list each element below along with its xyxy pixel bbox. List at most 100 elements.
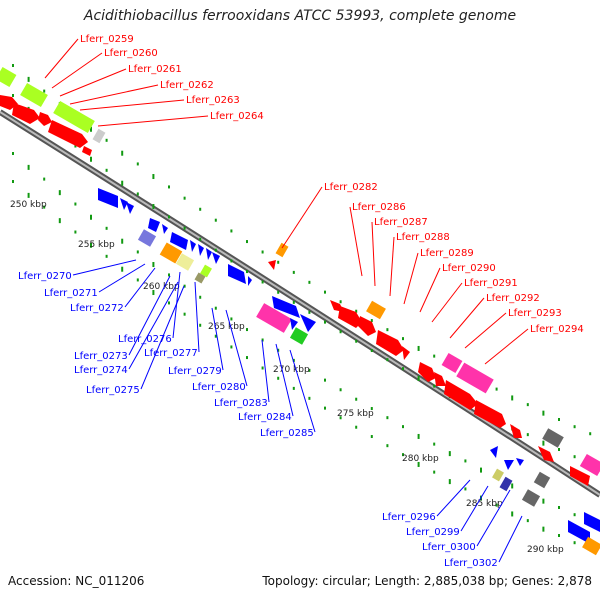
gene-gray-feature[interactable]	[533, 471, 551, 489]
gene-label-reverse[interactable]: Lferr_0277	[144, 348, 198, 359]
gene-rev-feature[interactable]	[190, 240, 196, 252]
gene-lime-feature[interactable]	[0, 66, 17, 88]
gene-magenta-feature[interactable]	[441, 352, 463, 374]
gene-label-reverse[interactable]: Lferr_0270	[18, 271, 72, 282]
gene-rev-feature[interactable]	[126, 202, 134, 214]
gene-tan-feature[interactable]	[175, 253, 195, 271]
gene-rev-feature[interactable]	[170, 232, 188, 250]
gene-lime-feature[interactable]	[20, 82, 48, 108]
gene-label-leader	[498, 515, 523, 563]
gene-rev-feature[interactable]	[212, 252, 220, 264]
gene-orange-feature[interactable]	[366, 300, 386, 320]
gene-rev-feature[interactable]	[504, 460, 514, 470]
gene-rev-feature[interactable]	[290, 318, 298, 330]
gene-rev-feature[interactable]	[120, 198, 128, 210]
gene-fwd-feature[interactable]	[12, 103, 40, 124]
gene-gray-feature[interactable]	[92, 128, 106, 144]
gene-label-forward[interactable]: Lferr_0294	[530, 324, 584, 335]
gene-fwd-feature[interactable]	[538, 446, 554, 462]
tick-mark	[136, 192, 139, 196]
gene-label-forward[interactable]: Lferr_0293	[508, 308, 562, 319]
gene-magenta-feature[interactable]	[456, 362, 494, 394]
gene-fwd-feature[interactable]	[474, 400, 506, 428]
gene-label-reverse[interactable]: Lferr_0272	[70, 303, 124, 314]
gene-fwd-feature[interactable]	[510, 424, 522, 438]
gene-label-forward[interactable]: Lferr_0261	[128, 64, 182, 75]
gene-orange-feature[interactable]	[582, 536, 600, 556]
gene-gray-feature[interactable]	[521, 489, 541, 507]
tick-mark	[90, 126, 92, 132]
gene-rev-feature[interactable]	[568, 520, 590, 544]
gene-fwd-feature[interactable]	[338, 306, 362, 328]
gene-label-forward[interactable]: Lferr_0259	[80, 34, 134, 45]
tick-mark	[526, 403, 529, 407]
gene-rev-feature[interactable]	[228, 264, 246, 284]
gene-label-reverse[interactable]: Lferr_0299	[406, 527, 460, 538]
gene-fwd-feature[interactable]	[434, 372, 446, 386]
gene-label-reverse[interactable]: Lferr_0283	[214, 398, 268, 409]
gene-label-reverse[interactable]: Lferr_0284	[238, 412, 292, 423]
gene-label-reverse[interactable]: Lferr_0280	[192, 382, 246, 393]
gene-rev-feature[interactable]	[516, 458, 524, 466]
gene-magenta-feature[interactable]	[579, 453, 600, 477]
gene-rev-feature[interactable]	[272, 296, 300, 318]
gene-fwd-feature[interactable]	[418, 362, 436, 382]
gene-rev-feature[interactable]	[198, 244, 204, 256]
tick-mark	[558, 448, 560, 452]
gene-label-reverse[interactable]: Lferr_0279	[168, 366, 222, 377]
gene-orange-feature[interactable]	[275, 242, 289, 258]
gene-fwd-feature[interactable]	[376, 330, 404, 356]
gene-tan-feature[interactable]	[492, 468, 504, 482]
gene-label-forward[interactable]: Lferr_0287	[374, 217, 428, 228]
gene-label-reverse[interactable]: Lferr_0296	[382, 512, 436, 523]
gene-label-forward[interactable]: Lferr_0262	[160, 80, 214, 91]
gene-rev-feature[interactable]	[248, 276, 252, 286]
gene-rev-feature[interactable]	[300, 314, 316, 332]
tick-mark	[542, 498, 545, 504]
gene-label-forward[interactable]: Lferr_0282	[324, 182, 378, 193]
gene-fwd-feature[interactable]	[444, 380, 478, 410]
gene-gray-feature[interactable]	[194, 272, 206, 284]
gene-gray-feature[interactable]	[542, 428, 564, 448]
gene-label-leader	[289, 349, 316, 433]
gene-label-forward[interactable]: Lferr_0263	[186, 95, 240, 106]
gene-rev-feature[interactable]	[148, 218, 160, 232]
gene-label-forward[interactable]: Lferr_0260	[104, 48, 158, 59]
gene-label-reverse[interactable]: Lferr_0275	[86, 385, 140, 396]
gene-label-reverse[interactable]: Lferr_0273	[74, 351, 128, 362]
gene-label-forward[interactable]: Lferr_0292	[486, 293, 540, 304]
gene-rev-feature[interactable]	[584, 512, 600, 532]
gene-purple-feature[interactable]	[499, 476, 513, 492]
gene-label-reverse[interactable]: Lferr_0276	[118, 334, 172, 345]
gene-label-reverse[interactable]: Lferr_0271	[44, 288, 98, 299]
gene-label-reverse[interactable]: Lferr_0300	[422, 542, 476, 553]
gene-label-forward[interactable]: Lferr_0288	[396, 232, 450, 243]
gene-label-forward[interactable]: Lferr_0291	[464, 278, 518, 289]
gene-lime-feature[interactable]	[53, 100, 95, 134]
gene-label-forward[interactable]: Lferr_0290	[442, 263, 496, 274]
gene-rev-feature[interactable]	[162, 224, 168, 234]
gene-fwd-feature[interactable]	[402, 346, 410, 360]
tick-mark	[558, 506, 560, 510]
gene-magenta-feature[interactable]	[256, 303, 292, 333]
gene-rev-feature[interactable]	[206, 248, 212, 260]
gene-label-reverse[interactable]: Lferr_0274	[74, 365, 128, 376]
gene-fwd-feature[interactable]	[82, 146, 92, 156]
gene-fwd-feature[interactable]	[570, 466, 590, 486]
tick-mark	[58, 218, 61, 224]
gene-fwd-feature[interactable]	[38, 112, 52, 126]
gene-orange-feature[interactable]	[159, 242, 183, 264]
gene-lime-feature[interactable]	[200, 264, 212, 278]
gene-label-forward[interactable]: Lferr_0289	[420, 248, 474, 259]
gene-label-reverse[interactable]: Lferr_0302	[444, 558, 498, 569]
gene-label-forward[interactable]: Lferr_0286	[352, 202, 406, 213]
gene-fwd-feature[interactable]	[48, 120, 88, 148]
gene-label-forward[interactable]: Lferr_0264	[210, 111, 264, 122]
gene-fwd-feature[interactable]	[358, 316, 376, 336]
gene-lime-feature[interactable]	[289, 327, 309, 345]
gene-purple-feature[interactable]	[137, 229, 157, 247]
gene-label-reverse[interactable]: Lferr_0285	[260, 428, 314, 439]
gene-fwd-feature[interactable]	[268, 260, 276, 270]
gene-rev-feature[interactable]	[98, 188, 118, 208]
gene-rev-feature[interactable]	[490, 446, 498, 458]
